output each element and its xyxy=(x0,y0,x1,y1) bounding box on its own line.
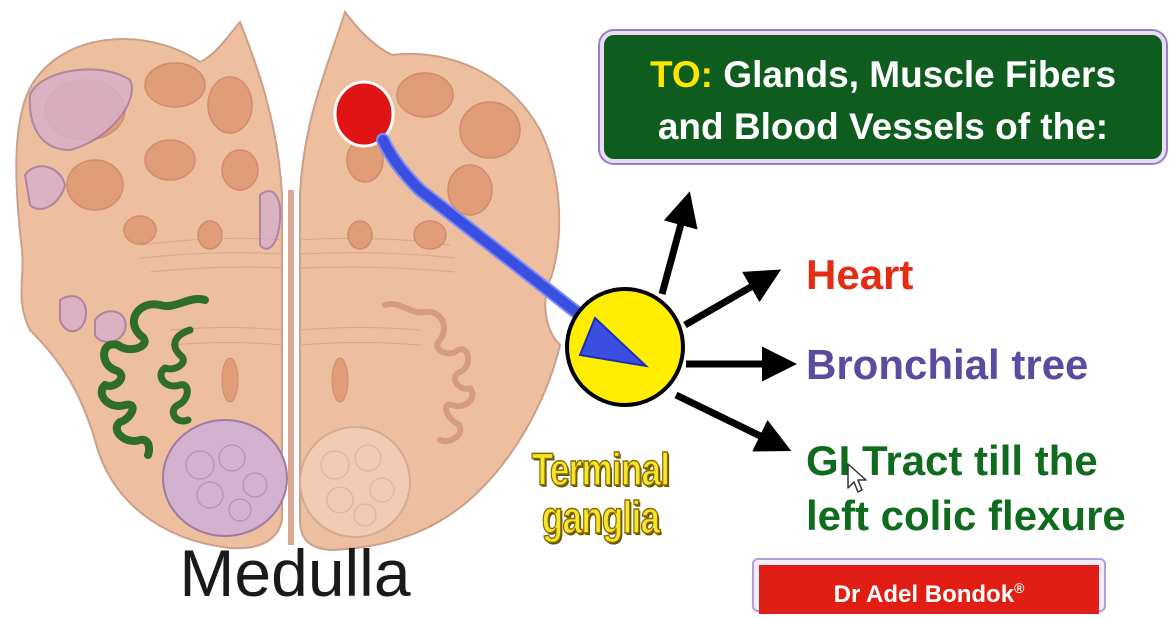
medulla-label: Medulla xyxy=(150,535,440,611)
destination-line-2: and Blood Vessels of the: xyxy=(604,101,1162,153)
author-signature-banner: Dr Adel Bondok® xyxy=(759,565,1099,614)
postganglionic-arrows xyxy=(662,198,790,448)
terminal-ganglia-label: Terminal ganglia xyxy=(521,446,681,542)
mouse-pointer-icon xyxy=(846,462,868,496)
author-name: Dr Adel Bondok xyxy=(834,581,1014,608)
target-heart: Heart xyxy=(806,250,913,300)
registered-mark: ® xyxy=(1014,580,1024,596)
target-gi-line-2: left colic flexure xyxy=(806,488,1126,543)
medulla-cross-section xyxy=(16,12,560,550)
destination-line-1-text: Glands, Muscle Fibers xyxy=(713,54,1116,95)
lateral-nucleus-right xyxy=(332,358,348,402)
terminal-ganglia-line-1: Terminal xyxy=(521,446,681,494)
pyramid-left xyxy=(163,420,287,536)
to-prefix: TO: xyxy=(650,54,713,95)
lateral-nucleus xyxy=(222,358,238,402)
target-bronchial-tree: Bronchial tree xyxy=(806,340,1088,390)
author-signature: Dr Adel Bondok® xyxy=(752,558,1106,612)
arrow-to-heart xyxy=(685,273,775,325)
arrow-to-gi-tract xyxy=(676,395,785,448)
destination-line-1: TO: Glands, Muscle Fibers xyxy=(604,49,1162,101)
destination-box: TO: Glands, Muscle Fibers and Blood Vess… xyxy=(600,31,1166,163)
terminal-ganglia-line-2: ganglia xyxy=(521,494,681,542)
arrow-to-glands xyxy=(662,198,688,294)
